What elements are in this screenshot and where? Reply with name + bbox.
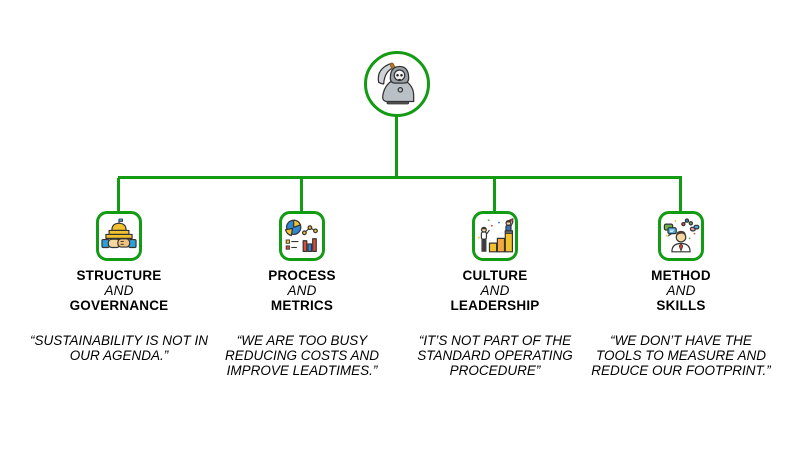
title-line: METRICS (270, 298, 334, 313)
connector-root-stem (395, 116, 398, 178)
method-skills-node (658, 211, 704, 261)
title-line: LEADERSHIP (450, 298, 540, 313)
method-skills-quote: “WE DON’T HAVE THE TOOLS TO MEASURE AND … (591, 333, 771, 378)
structure-governance-node (96, 211, 142, 261)
process-metrics-quote: “WE ARE TOO BUSY REDUCING COSTS AND IMPR… (224, 333, 379, 378)
title-conjunction: AND (480, 283, 510, 298)
connector-drop-culture (493, 178, 496, 211)
title-line: CULTURE (462, 268, 528, 283)
person-ideas-icon (663, 218, 700, 253)
leadership-podium-icon (477, 218, 514, 253)
title-conjunction: AND (287, 283, 317, 298)
structure-governance-title: STRUCTURE AND GOVERNANCE (27, 268, 211, 313)
title-line: STRUCTURE (76, 268, 162, 283)
method-skills-title: METHOD AND SKILLS (589, 268, 773, 313)
branch-structure-governance: STRUCTURE AND GOVERNANCE “SUSTAINABILITY… (27, 211, 211, 363)
charts-metrics-icon (284, 219, 318, 253)
process-metrics-node (279, 211, 325, 261)
title-conjunction: AND (666, 283, 696, 298)
process-metrics-title: PROCESS AND METRICS (210, 268, 394, 313)
connector-drop-structure (117, 178, 120, 211)
title-line: PROCESS (268, 268, 336, 283)
branch-culture-leadership: CULTURE AND LEADERSHIP “IT’S NOT PART OF… (403, 211, 587, 378)
connector-drop-method (679, 178, 682, 211)
branch-method-skills: METHOD AND SKILLS “WE DON’T HAVE THE TOO… (589, 211, 773, 378)
connector-horizontal-bar (118, 176, 682, 179)
culture-leadership-quote: “IT’S NOT PART OF THE STANDARD OPERATING… (417, 333, 573, 378)
structure-governance-quote: “SUSTAINABILITY IS NOT IN OUR AGENDA.” (29, 333, 209, 363)
culture-leadership-title: CULTURE AND LEADERSHIP (403, 268, 587, 313)
title-line: GOVERNANCE (69, 298, 169, 313)
culture-leadership-node (472, 211, 518, 261)
connector-drop-process (300, 178, 303, 211)
root-node (364, 51, 430, 117)
title-line: SKILLS (656, 298, 706, 313)
title-conjunction: AND (104, 283, 134, 298)
government-handshake-icon (101, 218, 137, 249)
title-line: METHOD (651, 268, 711, 283)
branch-process-metrics: PROCESS AND METRICS “WE ARE TOO BUSY RED… (210, 211, 394, 378)
grim-reaper-icon (377, 62, 415, 105)
